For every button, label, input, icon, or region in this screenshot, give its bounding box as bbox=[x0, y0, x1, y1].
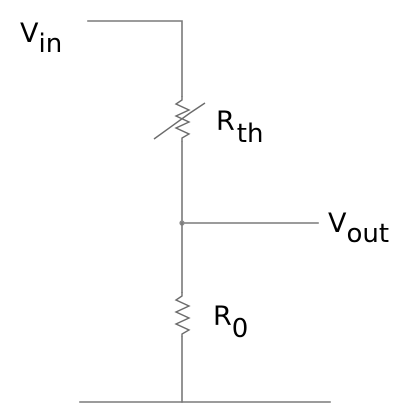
vout-label: Vout bbox=[328, 208, 389, 249]
input-wire bbox=[87, 20, 183, 97]
rth-label-main: R bbox=[216, 106, 235, 137]
r0-label: R0 bbox=[213, 301, 248, 344]
vout-label-sub: out bbox=[346, 219, 389, 249]
resistor-r0 bbox=[174, 292, 191, 337]
r0-label-sub: 0 bbox=[232, 314, 249, 344]
rth-label: Rth bbox=[216, 106, 263, 149]
thermistor-slash bbox=[153, 102, 206, 140]
vin-label-sub: in bbox=[38, 29, 62, 59]
vin-label-main: V bbox=[20, 18, 39, 49]
r0-label-main: R bbox=[213, 301, 232, 332]
vout-label-main: V bbox=[328, 208, 347, 239]
rth-label-sub: th bbox=[237, 119, 264, 149]
vin-label: Vin bbox=[20, 18, 62, 59]
